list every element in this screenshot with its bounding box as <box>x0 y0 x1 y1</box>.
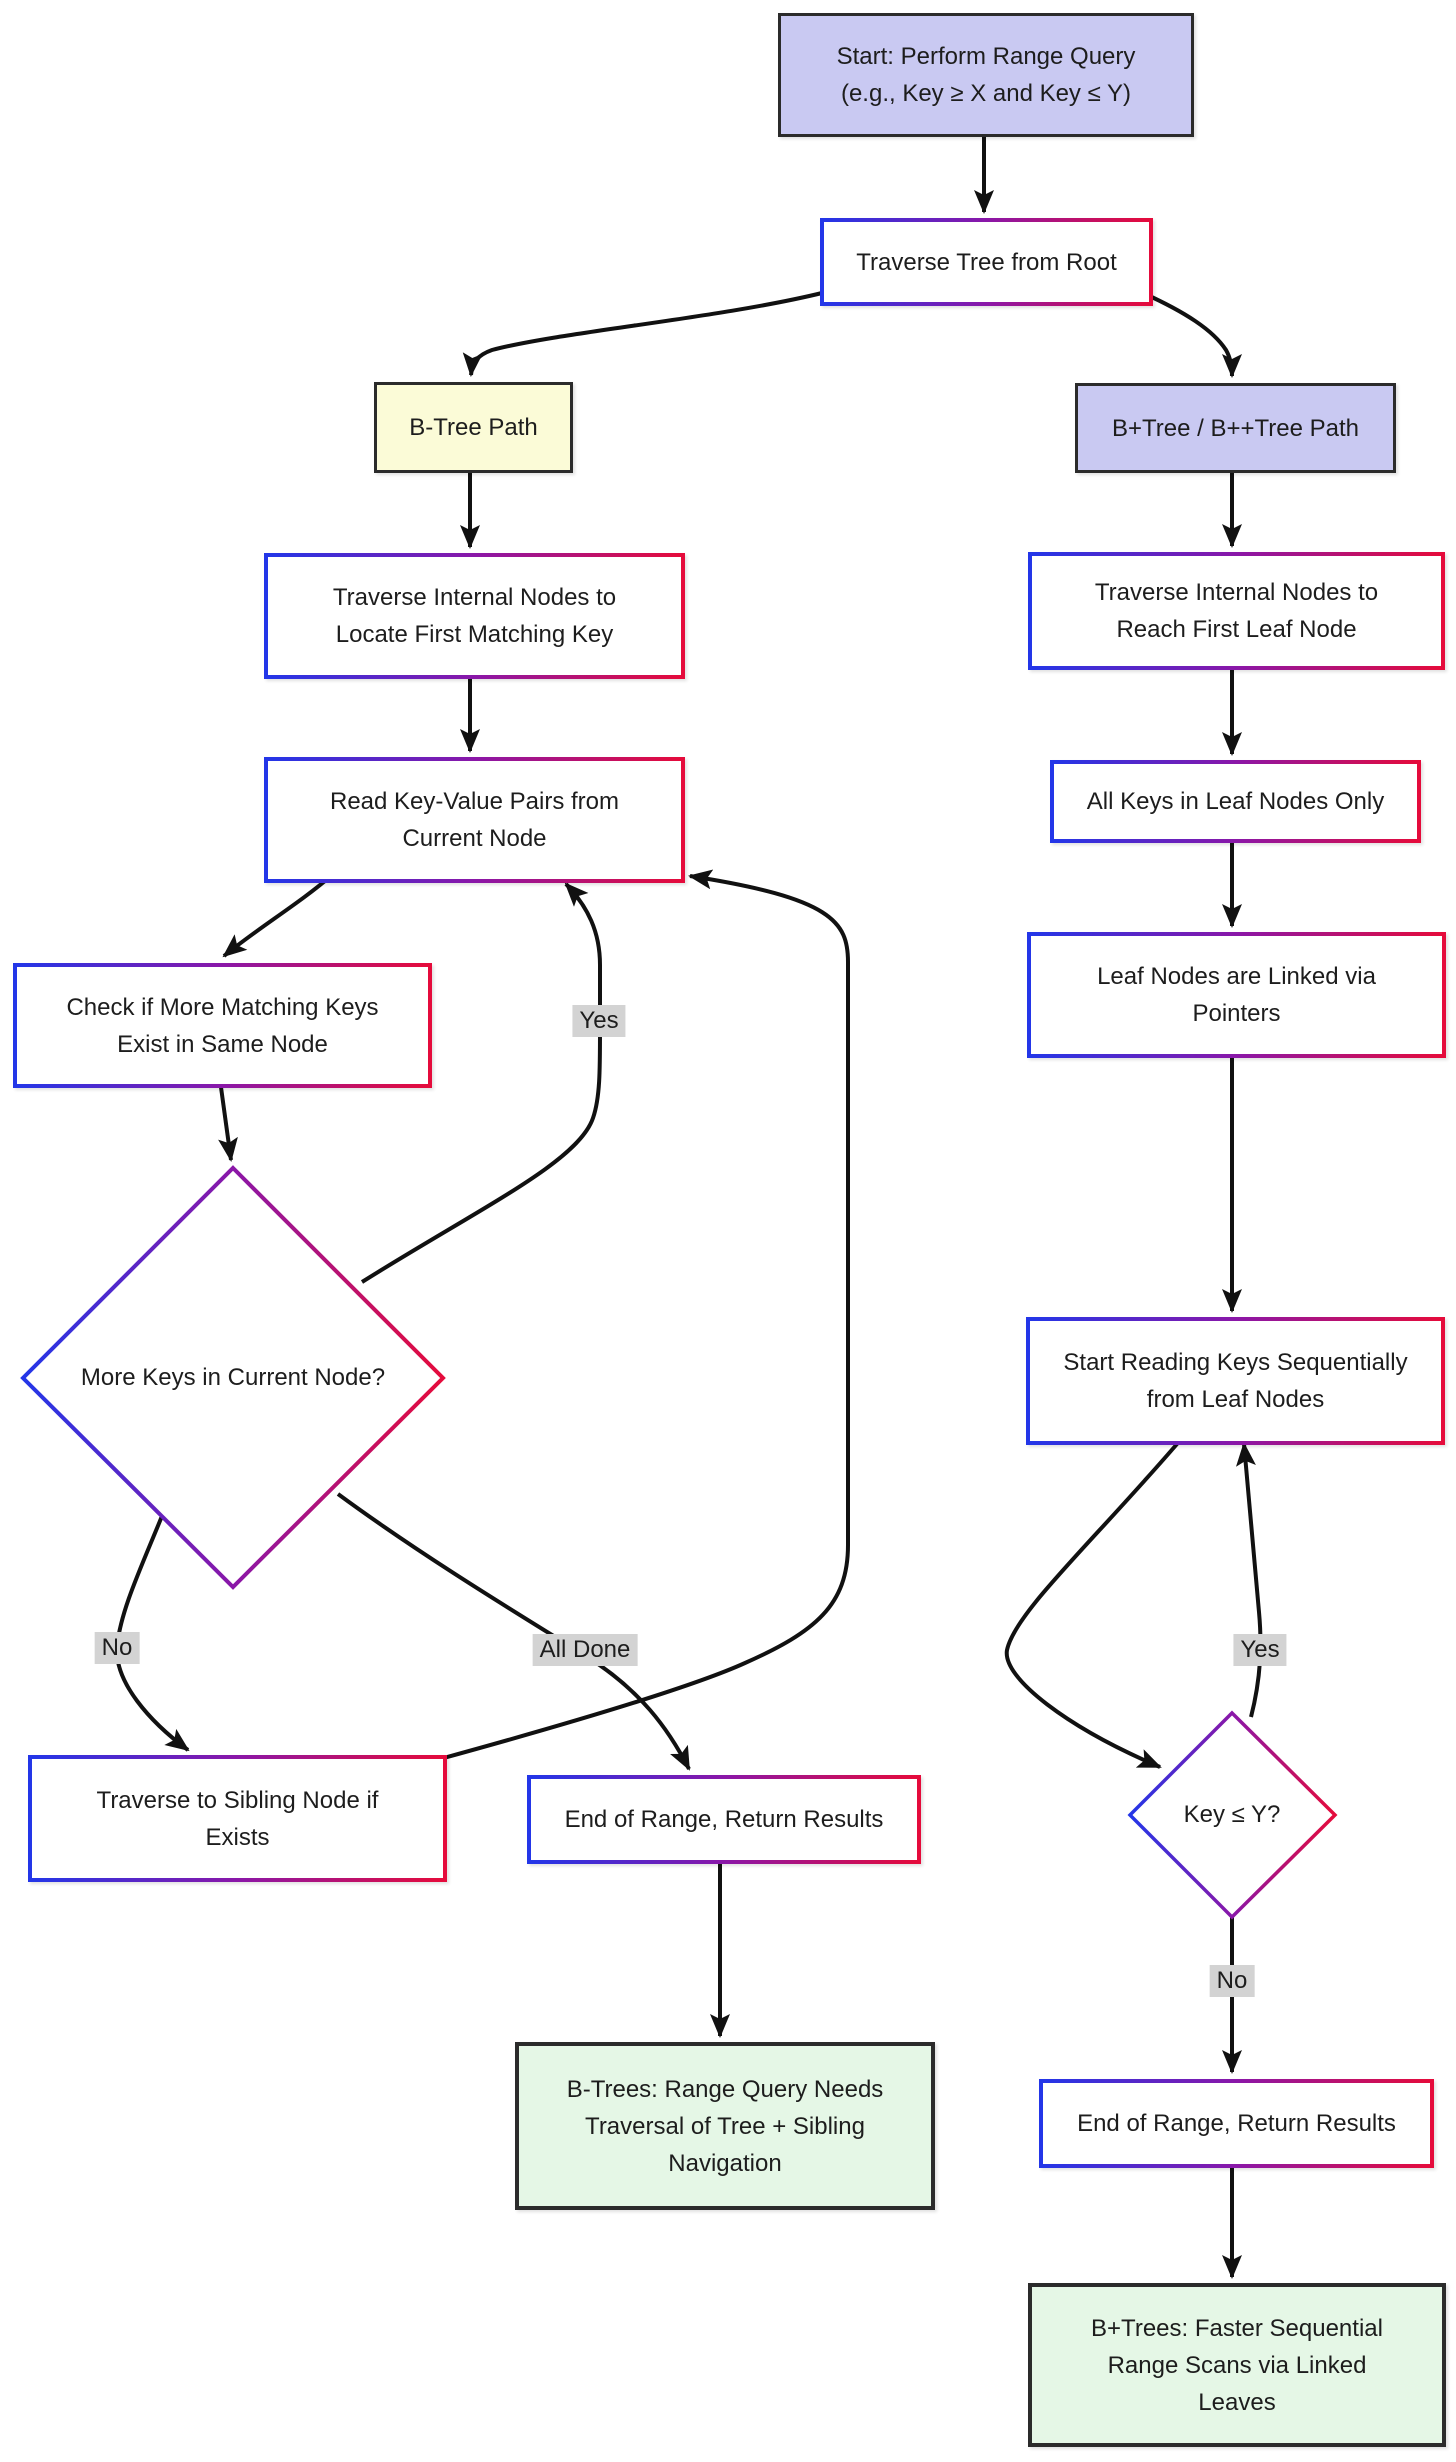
decision-more-keys-diamond <box>20 1165 446 1590</box>
node-btree-path: B-Tree Path <box>374 382 573 473</box>
edge-label-no-right: No <box>1209 1965 1255 1997</box>
decision-key-leq-y-label: Key ≤ Y? <box>1183 1801 1281 1828</box>
node-btree-traverse-sibling: Traverse to Sibling Node if Exists <box>28 1755 447 1882</box>
node-label: Traverse to Sibling Node if Exists <box>96 1786 379 1851</box>
edge-label-all-done: All Done <box>532 1634 638 1666</box>
node-label: Read Key-Value Pairs from Current Node <box>329 788 619 852</box>
node-btree-read-key-value: Read Key-Value Pairs from Current Node <box>264 757 685 883</box>
node-start-range-query: Start: Perform Range Query (e.g., Key ≥ … <box>778 13 1194 137</box>
decision-key-leq-y-diamond <box>1127 1710 1338 1920</box>
edge-label-yes-right: Yes <box>1233 1634 1287 1666</box>
node-label: Start: Perform Range Query (e.g., Key ≥ … <box>836 43 1136 107</box>
node-label: Start Reading Keys Sequentially from Lea… <box>1063 1349 1408 1413</box>
edge-root-to-btree-path <box>462 291 823 377</box>
node-label: Leaf Nodes are Linked via Pointers <box>1097 963 1376 1027</box>
edge-check-to-decision <box>218 1079 238 1162</box>
node-label: B-Trees: Range Query Needs Traversal of … <box>566 2075 884 2177</box>
node-btree-end-of-range: End of Range, Return Results <box>527 1775 921 1864</box>
node-label: End of Range, Return Results <box>564 1806 884 1833</box>
edge-read-to-check <box>222 873 334 958</box>
decision-more-keys-label: More Keys in Current Node? <box>80 1364 386 1391</box>
edge-readseq-to-keydecision <box>1004 1435 1185 1769</box>
edge-decision-yes-to-read <box>360 882 602 1284</box>
node-traverse-tree-from-root: Traverse Tree from Root <box>820 218 1153 306</box>
node-btree-traverse-internal: Traverse Internal Nodes to Locate First … <box>264 553 685 679</box>
edge-sibling-loop-to-read <box>439 869 850 1761</box>
node-bplus-summary: B+Trees: Faster Sequential Range Scans v… <box>1028 2283 1446 2447</box>
node-btree-check-more-keys: Check if More Matching Keys Exist in Sam… <box>13 963 432 1088</box>
edge-keydecision-yes-to-readseq <box>1235 1442 1263 1718</box>
node-label: Traverse Internal Nodes to Locate First … <box>332 584 617 648</box>
node-label: Check if More Matching Keys Exist in Sam… <box>66 993 379 1058</box>
node-bplus-leaf-linked: Leaf Nodes are Linked via Pointers <box>1027 932 1446 1058</box>
node-label: B+Tree / B++Tree Path <box>1111 414 1360 442</box>
edge-label-yes-left: Yes <box>572 1005 626 1037</box>
node-bplus-all-keys-leaf: All Keys in Leaf Nodes Only <box>1050 760 1421 843</box>
node-label: Traverse Internal Nodes to Reach First L… <box>1094 579 1379 643</box>
node-label: End of Range, Return Results <box>1077 2110 1396 2137</box>
node-label: Traverse Tree from Root <box>856 248 1117 276</box>
node-bplus-end-of-range: End of Range, Return Results <box>1039 2079 1434 2168</box>
edge-decision-alldone-to-end <box>336 1492 691 1771</box>
node-label: B+Trees: Faster Sequential Range Scans v… <box>1091 2314 1383 2416</box>
node-label: All Keys in Leaf Nodes Only <box>1086 788 1385 815</box>
edge-label-no-left: No <box>94 1632 140 1664</box>
node-bplus-tree-path: B+Tree / B++Tree Path <box>1075 383 1396 473</box>
node-bplus-traverse-internal: Traverse Internal Nodes to Reach First L… <box>1028 552 1445 670</box>
edge-root-to-bplus-path <box>1142 291 1242 378</box>
node-bplus-read-sequential: Start Reading Keys Sequentially from Lea… <box>1026 1317 1445 1445</box>
node-label: B-Tree Path <box>409 414 538 441</box>
node-btree-summary: B-Trees: Range Query Needs Traversal of … <box>515 2042 935 2210</box>
